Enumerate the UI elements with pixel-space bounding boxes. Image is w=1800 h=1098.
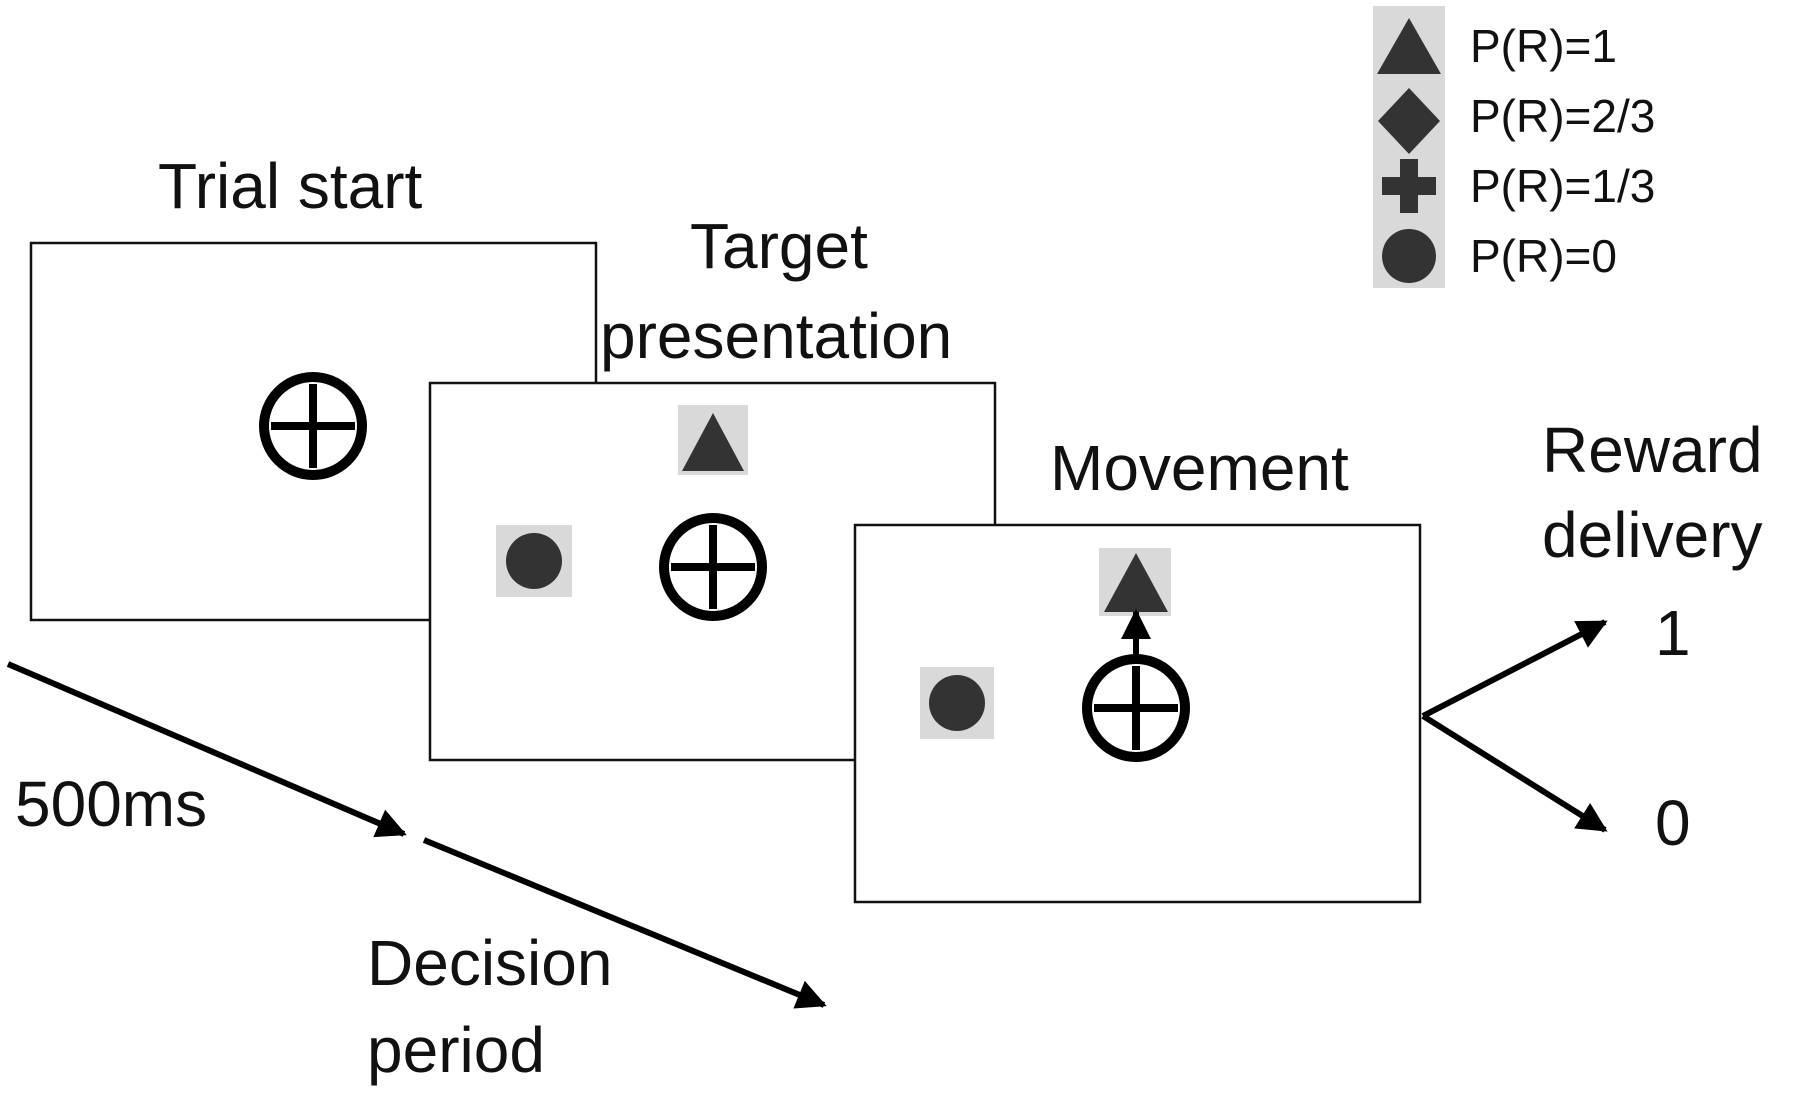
reward-delivery-label-line1: Reward — [1542, 414, 1763, 486]
outcome-one-label: 1 — [1655, 597, 1691, 669]
legend-label-p0: P(R)=0 — [1470, 230, 1617, 282]
legend-label-p2-3: P(R)=2/3 — [1470, 90, 1655, 142]
legend-label-p1-3: P(R)=1/3 — [1470, 160, 1655, 212]
reward-delivery-label-line2: delivery — [1542, 499, 1763, 571]
target-presentation-label-line1: Target — [690, 210, 868, 282]
plus-icon — [1382, 159, 1436, 213]
timing-label: 500ms — [15, 768, 207, 840]
diamond-icon — [1378, 88, 1440, 154]
decision-period-label-line2: period — [367, 1014, 545, 1086]
reward-arrow-down — [1421, 713, 1608, 833]
fixation-cross-icon — [1082, 654, 1190, 762]
trial-start-label: Trial start — [158, 150, 423, 222]
triangle-icon — [1377, 18, 1441, 74]
timeline-arrow-500ms — [6, 661, 407, 838]
triangle-icon — [1104, 553, 1168, 612]
legend-label-p1: P(R)=1 — [1470, 20, 1617, 72]
reward-arrow-up — [1421, 619, 1608, 719]
triangle-icon — [682, 413, 744, 471]
circle-icon — [506, 533, 562, 589]
fixation-cross-icon — [659, 513, 767, 621]
legend: P(R)=1 P(R)=2/3 P(R)=1/3 P(R)=0 — [1373, 6, 1655, 288]
decision-period-label-line1: Decision — [367, 927, 612, 999]
movement-label: Movement — [1050, 432, 1349, 504]
circle-icon — [929, 675, 985, 731]
target-presentation-label-line2: presentation — [600, 300, 952, 372]
movement-screen — [853, 523, 1422, 904]
timeline-arrow-decision — [422, 837, 827, 1009]
circle-icon — [1382, 229, 1436, 283]
fixation-cross-icon — [259, 372, 367, 480]
outcome-zero-label: 0 — [1655, 787, 1691, 859]
